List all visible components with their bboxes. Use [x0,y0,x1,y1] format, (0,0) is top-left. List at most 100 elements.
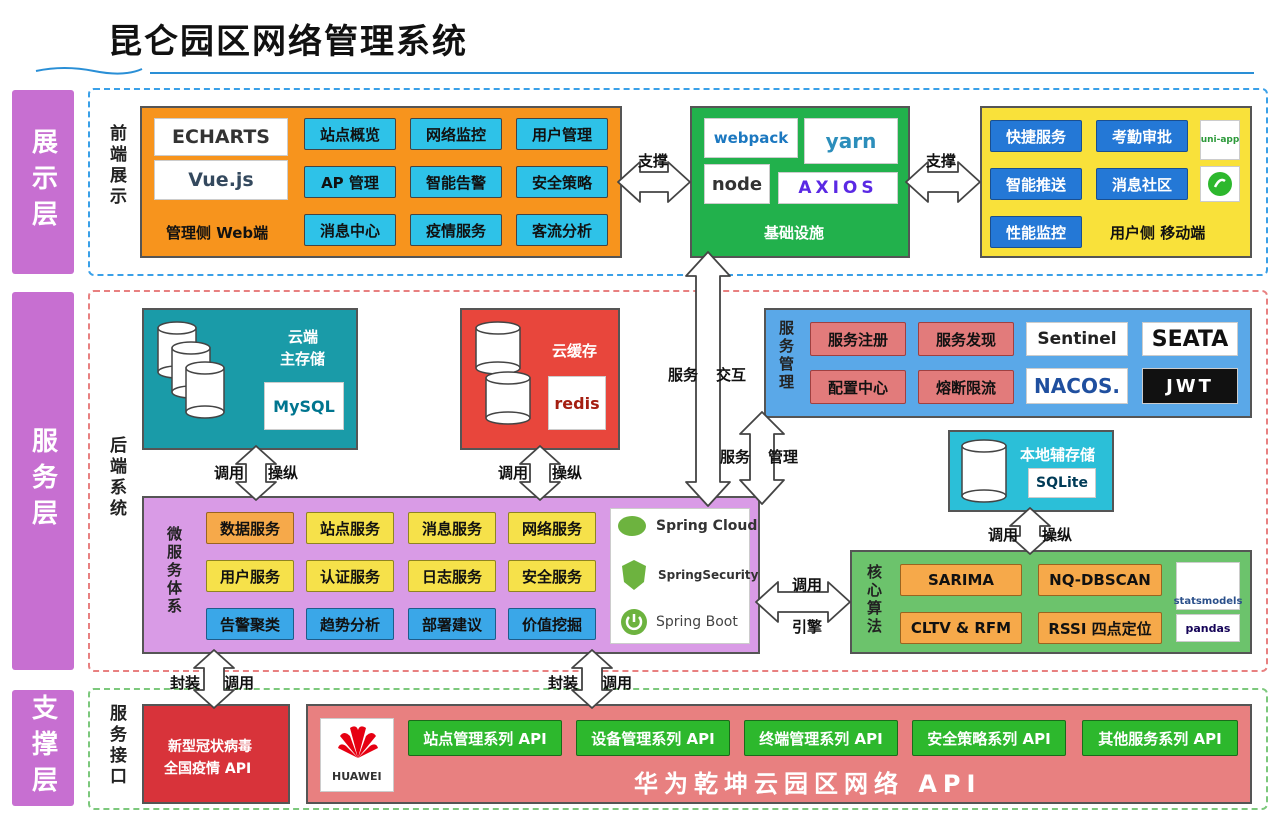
title-underline-left [34,62,144,76]
spring-security-logo: SpringSecurity [658,568,759,582]
svc-chip-register[interactable]: 服务注册 [810,322,906,356]
local-storage-caption: 本地辅存储 [1020,446,1096,464]
statsmodels-logo: statsmodels [1174,562,1242,610]
page-title: 昆仑园区网络管理系统 [108,22,468,62]
arrow-label-call-3: 调用 [988,526,1019,544]
node-logo: node [704,164,770,204]
arrow-label-call-5: 调用 [602,674,633,692]
arrow-label-control-1: 操纵 [268,464,299,482]
huawei-caption: 华为乾坤云园区网络 API [634,770,982,798]
ms-chip-deploy[interactable]: 部署建议 [408,608,496,640]
mobile-caption: 用户侧 移动端 [1110,224,1206,242]
huawei-logo-icon [336,722,380,768]
ms-chip-data[interactable]: 数据服务 [206,512,294,544]
huawei-logo-box [320,718,394,792]
infra-caption: 基础设施 [764,224,825,242]
web-chip-epidemic-service[interactable]: 疫情服务 [410,214,502,246]
echarts-logo: ECHARTS [154,118,288,156]
layer-service: 服务层 [12,292,74,670]
algo-chip-sarima[interactable]: SARIMA [900,564,1022,596]
ms-chip-message[interactable]: 消息服务 [408,512,496,544]
section-backend: 后端系统 [106,436,126,520]
hw-chip-security-api[interactable]: 安全策略系列 API [912,720,1066,756]
ms-chip-network[interactable]: 网络服务 [508,512,596,544]
web-chip-message-center[interactable]: 消息中心 [304,214,396,246]
svc-chip-circuit[interactable]: 熔断限流 [918,370,1014,404]
arrow-label-service-interact-1: 服务 [668,366,699,384]
ms-chip-security[interactable]: 安全服务 [508,560,596,592]
arrow-label-call-2: 调用 [498,464,529,482]
yarn-logo: yarn [804,118,898,164]
database-icon [154,318,254,432]
pandas-logo: pandas [1176,614,1240,642]
core-algo-label: 核心算法 [865,564,883,636]
mobile-chip-performance[interactable]: 性能监控 [990,216,1082,248]
algo-chip-rssi[interactable]: RSSI 四点定位 [1038,612,1162,644]
local-database-icon [958,436,1014,508]
ms-chip-log[interactable]: 日志服务 [408,560,496,592]
web-chip-security-policy[interactable]: 安全策略 [516,166,608,198]
spring-power-icon [620,608,648,640]
ms-chip-user[interactable]: 用户服务 [206,560,294,592]
algo-chip-cltv[interactable]: CLTV & RFM [900,612,1022,644]
ms-chip-value[interactable]: 价值挖掘 [508,608,596,640]
web-chip-traffic-analysis[interactable]: 客流分析 [516,214,608,246]
hw-chip-other-api[interactable]: 其他服务系列 API [1082,720,1238,756]
axios-logo: AXIOS [778,172,898,204]
mobile-chip-message-community[interactable]: 消息社区 [1096,168,1188,200]
sqlite-logo: SQLite [1028,468,1096,498]
covid-api-line-2: 全国疫情 API [164,761,252,777]
svc-chip-discover[interactable]: 服务发现 [918,322,1014,356]
web-chip-site-overview[interactable]: 站点概览 [304,118,396,150]
ms-chip-site[interactable]: 站点服务 [306,512,394,544]
hw-chip-device-api[interactable]: 设备管理系列 API [576,720,730,756]
arrow-label-control-2: 操纵 [552,464,583,482]
arrow-label-service-manage-1: 服务 [720,448,751,466]
spring-shield-icon [620,558,648,596]
ms-chip-alert-cluster[interactable]: 告警聚类 [206,608,294,640]
service-mgmt-label: 服务管理 [777,320,795,392]
web-chip-smart-alert[interactable]: 智能告警 [410,166,502,198]
web-chip-user-manage[interactable]: 用户管理 [516,118,608,150]
spring-leaf-icon [616,514,648,542]
section-service-interface: 服务接口 [106,704,126,788]
uniapp-logo: uni-app [1200,120,1240,160]
mobile-chip-quick-service[interactable]: 快捷服务 [990,120,1082,152]
frame-display [88,88,1268,276]
mobile-chip-attendance[interactable]: 考勤审批 [1096,120,1188,152]
mobile-chip-smart-push[interactable]: 智能推送 [990,168,1082,200]
ms-chip-trend[interactable]: 趋势分析 [306,608,394,640]
arrow-label-support-right: 支撑 [926,152,957,170]
layer-display: 展示层 [12,90,74,274]
web-chip-ap-manage[interactable]: AP 管理 [304,166,396,198]
arrow-label-call-4: 调用 [224,674,255,692]
spring-cloud-logo: Spring Cloud [656,518,758,534]
miniapp-icon [1200,166,1240,202]
cloud-cache-caption: 云缓存 [552,342,598,360]
web-chip-network-monitor[interactable]: 网络监控 [410,118,502,150]
cache-database-icon [472,318,542,432]
title-underline [150,72,1254,74]
section-frontend: 前端展示 [106,124,126,208]
layer-support: 支撑层 [12,690,74,806]
algo-chip-nqdbscan[interactable]: NQ-DBSCAN [1038,564,1162,596]
huawei-logo: HUAWEI [332,770,382,783]
arrow-label-call-1: 调用 [214,464,245,482]
mysql-logo: MySQL [264,382,344,430]
hw-chip-site-api[interactable]: 站点管理系列 API [408,720,562,756]
arrow-label-control-3: 操纵 [1042,526,1073,544]
svc-chip-config[interactable]: 配置中心 [810,370,906,404]
cloud-storage-caption-1: 云端 [288,328,319,346]
web-caption: 管理侧 Web端 [166,224,269,242]
cloud-storage-caption-2: 主存储 [280,350,326,368]
microservices-label: 微服务体系 [165,526,183,616]
redis-logo: redis [548,376,606,430]
covid-api-line-1: 新型冠状病毒 [168,739,252,755]
jwt-logo: JWT [1142,368,1238,404]
spring-boot-logo: Spring Boot [656,614,738,630]
ms-chip-auth[interactable]: 认证服务 [306,560,394,592]
hw-chip-terminal-api[interactable]: 终端管理系列 API [744,720,898,756]
arrow-label-call-engine-1: 调用 [792,576,823,594]
arrow-label-call-engine-2: 引擎 [792,618,823,636]
sentinel-logo: Sentinel [1026,322,1128,356]
